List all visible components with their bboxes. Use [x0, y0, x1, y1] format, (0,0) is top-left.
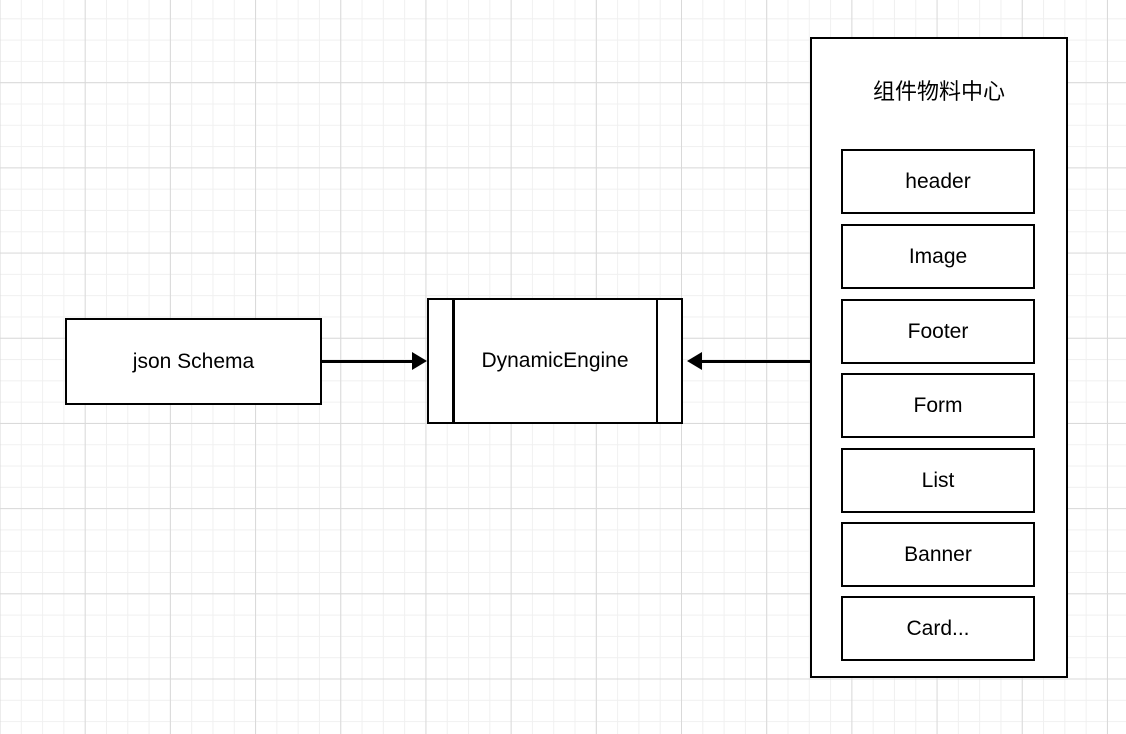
- component-item-label: Footer: [907, 319, 969, 343]
- component-item-label: Card...: [906, 616, 970, 640]
- node-dynamic-engine[interactable]: DynamicEngine: [427, 298, 683, 424]
- node-json-schema[interactable]: json Schema: [65, 318, 322, 405]
- arrow-head-left-icon: [687, 352, 702, 370]
- subroutine-right-bar: [655, 300, 658, 422]
- component-item-header[interactable]: header: [841, 149, 1035, 214]
- component-item-label: header: [905, 169, 971, 193]
- subroutine-left-bar: [452, 300, 455, 422]
- component-center-panel[interactable]: 组件物料中心 header Image Footer Form List Ban…: [810, 37, 1068, 678]
- component-center-title: 组件物料中心: [872, 79, 1005, 104]
- connector-line: [700, 360, 810, 363]
- component-item-label: Banner: [904, 542, 972, 566]
- connector-line: [322, 360, 420, 363]
- component-item-card[interactable]: Card...: [841, 596, 1035, 661]
- component-item-image[interactable]: Image: [841, 224, 1035, 289]
- arrow-head-right-icon: [412, 352, 427, 370]
- component-item-label: Image: [908, 244, 968, 268]
- component-item-label: Form: [913, 393, 963, 417]
- component-item-footer[interactable]: Footer: [841, 299, 1035, 364]
- node-dynamic-engine-label: DynamicEngine: [481, 349, 629, 372]
- component-item-form[interactable]: Form: [841, 373, 1035, 438]
- node-json-schema-label: json Schema: [132, 349, 255, 373]
- component-item-banner[interactable]: Banner: [841, 522, 1035, 587]
- component-item-label: List: [921, 468, 955, 492]
- component-item-list[interactable]: List: [841, 448, 1035, 513]
